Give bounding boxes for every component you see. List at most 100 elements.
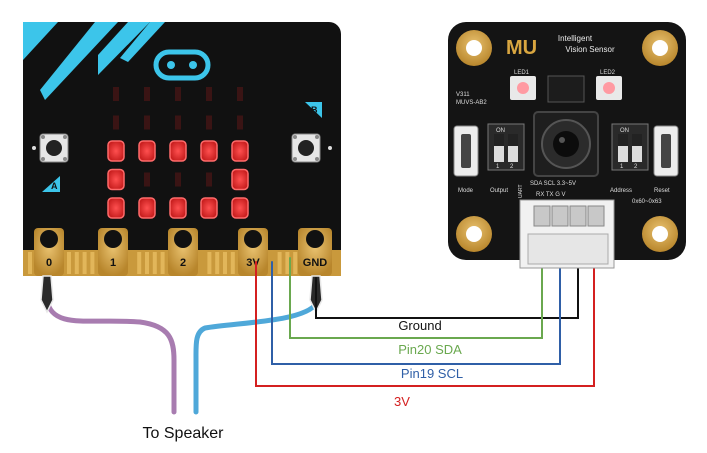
output-num-1: 1 xyxy=(496,164,500,170)
pin-pad-gnd[interactable]: GND xyxy=(298,228,332,276)
edge-fine-pin xyxy=(215,252,220,274)
edge-fine-pin xyxy=(160,252,165,274)
pin-label-gnd: GND xyxy=(303,257,328,269)
led-on xyxy=(107,197,125,219)
v3-label: 3V xyxy=(394,394,410,409)
led-on xyxy=(107,140,125,162)
edge-fine-pin xyxy=(293,252,298,274)
pin-bottom-labels: RX TX G V xyxy=(536,192,566,198)
button-a[interactable] xyxy=(39,133,69,163)
microbit-logo-dot xyxy=(189,61,197,69)
mounting-hole-icon xyxy=(456,30,492,66)
microbit-corner-decoration xyxy=(98,22,150,75)
uart-label: UART xyxy=(518,184,524,198)
sensor-logo: MU xyxy=(506,37,537,59)
edge-fine-pin xyxy=(137,252,142,274)
led-off xyxy=(175,172,181,187)
mode-label: Mode xyxy=(458,188,474,194)
led-off xyxy=(206,115,212,130)
led-off xyxy=(113,87,119,101)
sda-label: Pin20 SDA xyxy=(398,342,462,357)
speaker-wire-blue xyxy=(193,297,321,415)
speaker-caption: To Speaker xyxy=(143,425,225,442)
led-on xyxy=(169,140,187,162)
speaker-wire-purple xyxy=(44,297,177,415)
address-label: Address xyxy=(610,188,632,194)
led-on xyxy=(200,140,218,162)
reset-button[interactable] xyxy=(653,125,679,177)
led-off xyxy=(144,115,150,130)
edge-fine-pin xyxy=(67,252,71,274)
side-hole xyxy=(32,146,36,150)
sensor-title-2: Vision Sensor xyxy=(565,45,615,54)
clip-pin-0 xyxy=(40,275,54,314)
edge-fine-pin xyxy=(223,252,227,274)
led-off xyxy=(175,87,181,101)
pin-pad-2[interactable]: 2 xyxy=(168,228,198,276)
side-hole xyxy=(328,146,332,150)
button-a-label: A xyxy=(51,181,58,191)
led-on xyxy=(200,197,218,219)
pin-label-2: 2 xyxy=(180,257,186,269)
mounting-hole-icon xyxy=(456,216,492,252)
microbit-logo-dot xyxy=(167,61,175,69)
led-off xyxy=(237,87,243,101)
mounting-hole-icon xyxy=(642,216,678,252)
edge-fine-pin xyxy=(90,252,95,274)
microbit-corner-decoration xyxy=(120,22,165,62)
led-on xyxy=(231,168,249,191)
button-a-marker xyxy=(42,176,60,192)
microbit-logo-icon xyxy=(153,49,211,81)
address-num-1: 1 xyxy=(620,164,624,170)
led-off xyxy=(144,172,150,187)
edge-fine-pin xyxy=(277,252,282,274)
led-off xyxy=(175,115,181,130)
output-on-label: ON xyxy=(496,128,505,134)
pin-label-0: 0 xyxy=(46,257,52,269)
sensor-version-1: V311 xyxy=(456,92,470,98)
scl-label: Pin19 SCL xyxy=(401,366,463,381)
sensor-connector xyxy=(519,199,615,269)
microbit-corner-decoration xyxy=(40,22,118,100)
pin-label-1: 1 xyxy=(110,257,116,269)
led-on xyxy=(107,168,125,191)
ground-wire xyxy=(315,219,579,319)
edge-fine-pin xyxy=(285,252,290,274)
led-off xyxy=(113,115,119,130)
edge-fine-pin xyxy=(207,252,212,274)
led1-label: LED1 xyxy=(514,70,530,76)
edge-fine-pins xyxy=(28,252,298,274)
button-b-marker xyxy=(305,102,322,118)
output-dip-switch[interactable] xyxy=(487,123,525,171)
microbit-board: A B 0 1 2 xyxy=(23,22,341,276)
address-on-label: ON xyxy=(620,128,629,134)
button-b-label: B xyxy=(311,105,318,115)
v3-wire xyxy=(255,219,595,387)
pin-pad-1[interactable]: 1 xyxy=(98,228,128,276)
mode-button[interactable] xyxy=(453,125,479,177)
edge-fine-pin xyxy=(74,252,79,274)
led-off xyxy=(206,172,212,187)
scl-wire xyxy=(271,219,561,365)
led2-label: LED2 xyxy=(600,70,616,76)
pin-pad-0[interactable]: 0 xyxy=(34,228,64,276)
ground-label: Ground xyxy=(398,318,441,333)
led-off xyxy=(144,87,150,101)
address-num-2: 2 xyxy=(634,164,638,170)
led-on xyxy=(231,140,249,162)
sensor-title-1: Intelligent xyxy=(558,34,593,43)
pin-pad-3v[interactable]: 3V xyxy=(238,228,268,276)
edge-fine-pin xyxy=(230,252,235,274)
edge-fine-pin xyxy=(28,252,32,274)
pin-label-3v: 3V xyxy=(246,257,260,269)
sensor-chip xyxy=(547,75,585,103)
reset-label: Reset xyxy=(654,188,670,194)
vision-sensor-board: MU Intelligent Vision Sensor V311 MUVS-A… xyxy=(448,22,686,269)
microbit-corner-decoration xyxy=(23,22,58,60)
address-dip-switch[interactable] xyxy=(611,123,649,171)
button-b[interactable] xyxy=(291,133,321,163)
led-on xyxy=(231,197,249,219)
led-off xyxy=(237,115,243,130)
edge-fine-pin xyxy=(145,252,149,274)
